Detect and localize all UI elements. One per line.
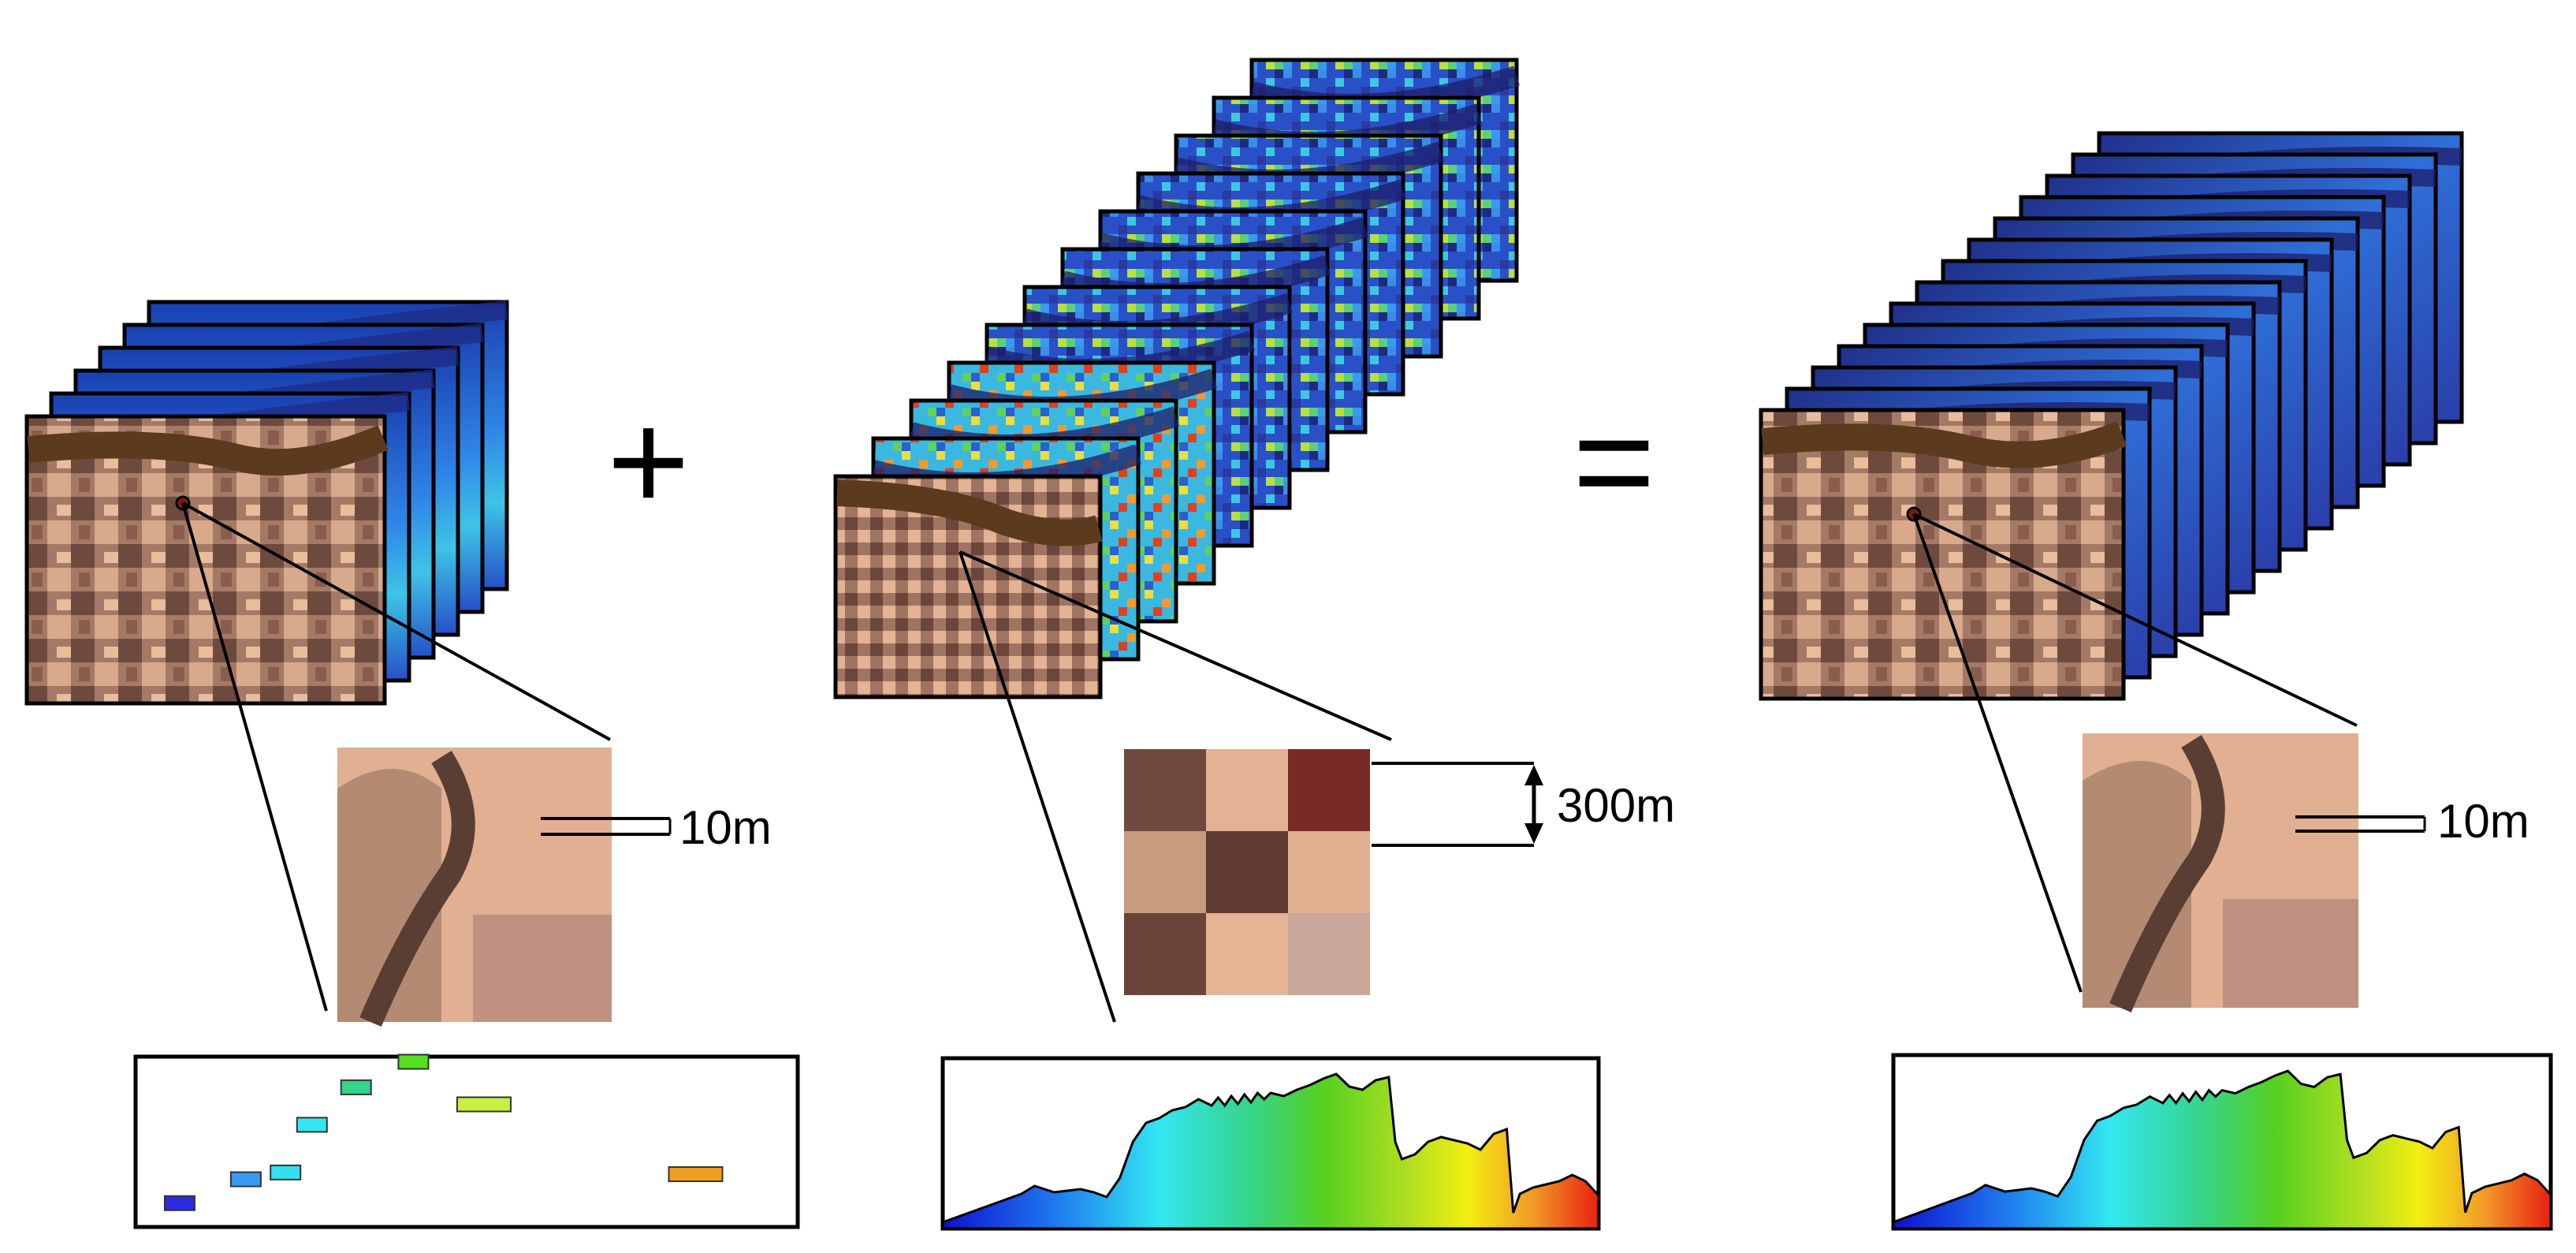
spectrum-line [959,551,1116,1023]
zoom-edge [359,751,475,1027]
spectral-band [340,1079,372,1095]
zoom-shadow [2083,761,2191,1008]
hyper-pixel [1288,831,1370,913]
multispectral-spectrum-box [133,1054,800,1229]
zoom-line [959,550,1392,741]
spectral-band [296,1117,328,1133]
fused-resolution-label: 10m [2437,795,2529,848]
hyper-pixel [1206,831,1288,913]
river [27,425,389,476]
spectrum-line [1912,513,2083,993]
zoom-edge [2109,735,2225,1012]
spectral-band [668,1166,724,1183]
spectral-band [229,1171,262,1188]
river [836,479,1103,546]
zoom-shadow [337,769,441,1022]
hyperspectral-panel [833,58,1601,1231]
spectral-band [456,1096,512,1113]
hyper-pixel [1124,831,1206,913]
fused-spectrum-curve [1892,1069,2552,1230]
river [1761,421,2127,468]
hyper-pixel [1206,913,1288,995]
multispectral-resolution-label: 10m [679,801,772,854]
zoom-patch [473,915,612,1022]
zoom-line [1913,513,2358,727]
hyper-pixel [1124,749,1206,831]
zoom-line [182,502,611,741]
zoom-patch [2223,899,2358,1008]
hyper-pixel [1288,749,1370,831]
hyperspectral-spectrum-curve [941,1072,1600,1230]
equals-operator: = [1573,382,1656,541]
spectral-band [270,1164,302,1180]
spectral-band [397,1053,430,1070]
scale-arrowheads [1524,765,1543,844]
fused-panel [1759,131,2553,1231]
hyper-pixel [1206,749,1288,831]
spectrum-line [181,502,328,1012]
spectral-band [163,1195,195,1211]
hyper-pixel [1124,913,1206,995]
hyper-pixel [1288,913,1370,995]
hyperspectral-resolution-label: 300m [1557,779,1676,832]
plus-operator: + [607,382,691,541]
multispectral-panel [24,300,800,1229]
